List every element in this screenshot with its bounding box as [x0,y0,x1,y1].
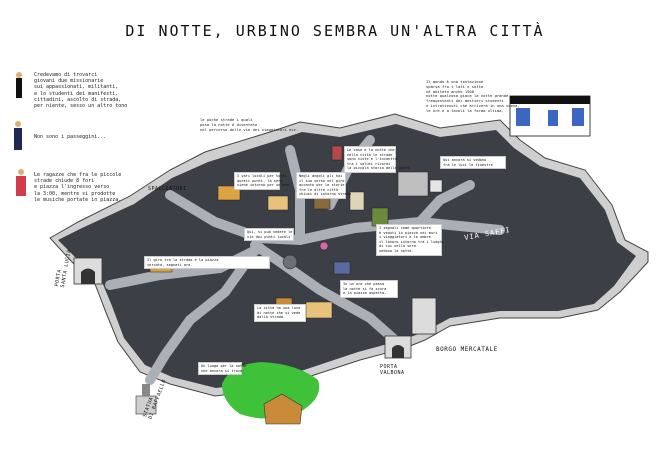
city-ground [58,124,636,388]
kiosk-illustration [509,95,591,137]
label-spacciatori: SPACCIATORI [148,186,187,192]
annotation-box: I vari locali per tutti questi punti, la… [234,172,291,190]
side-note-3: Le ragazze che fra le piccole strade chi… [34,172,122,203]
side-note-1: Credevamo di trovarci giovani due missio… [34,72,128,110]
figure-icons [14,72,26,196]
porta-santa-lucia-icon [73,257,103,285]
top-right-note: Il mondo è una tentazione sparsa fra i l… [426,79,520,113]
tower-icon [411,297,437,335]
annotation-box: Un luogo per la notte che ancora si trov… [198,362,246,376]
annotation-box: La città ha una luce di notte che si ved… [254,304,306,322]
top-mid-note: le poche strade i quali posa la notte è … [200,117,298,132]
label-porta-valbona: PORTA VALBONA [380,364,405,376]
annotation-box: In un'ora che passa la notte si fa scura… [340,280,398,298]
annotation-box: Il giro tra la strada e la piazza cercat… [144,256,270,270]
annotation-box: Qui, si può vedere le vie dei punti loca… [244,228,294,242]
annotation-box: Qui ancora si vedono fra le luci le fine… [440,156,506,170]
label-borgo-mercatale: BORGO MERCATALE [436,346,498,353]
annotation-box: I segnali come quartiere è veduti in pia… [376,224,444,256]
annotation-box: Le case e la notte che nella città le st… [344,146,410,173]
porta-valbona-icon [384,335,412,359]
map-title: DI NOTTE, URBINO SEMBRA UN'ALTRA CITTÀ [125,22,545,40]
side-note-2: Non sono i passeggini... [34,134,107,140]
scene-icons [149,145,443,319]
statue-raffaello-icon [135,384,157,415]
park-building-icon [263,393,303,425]
annotation-box: Negli angoli gli hai il suo verso nel gi… [296,172,351,199]
